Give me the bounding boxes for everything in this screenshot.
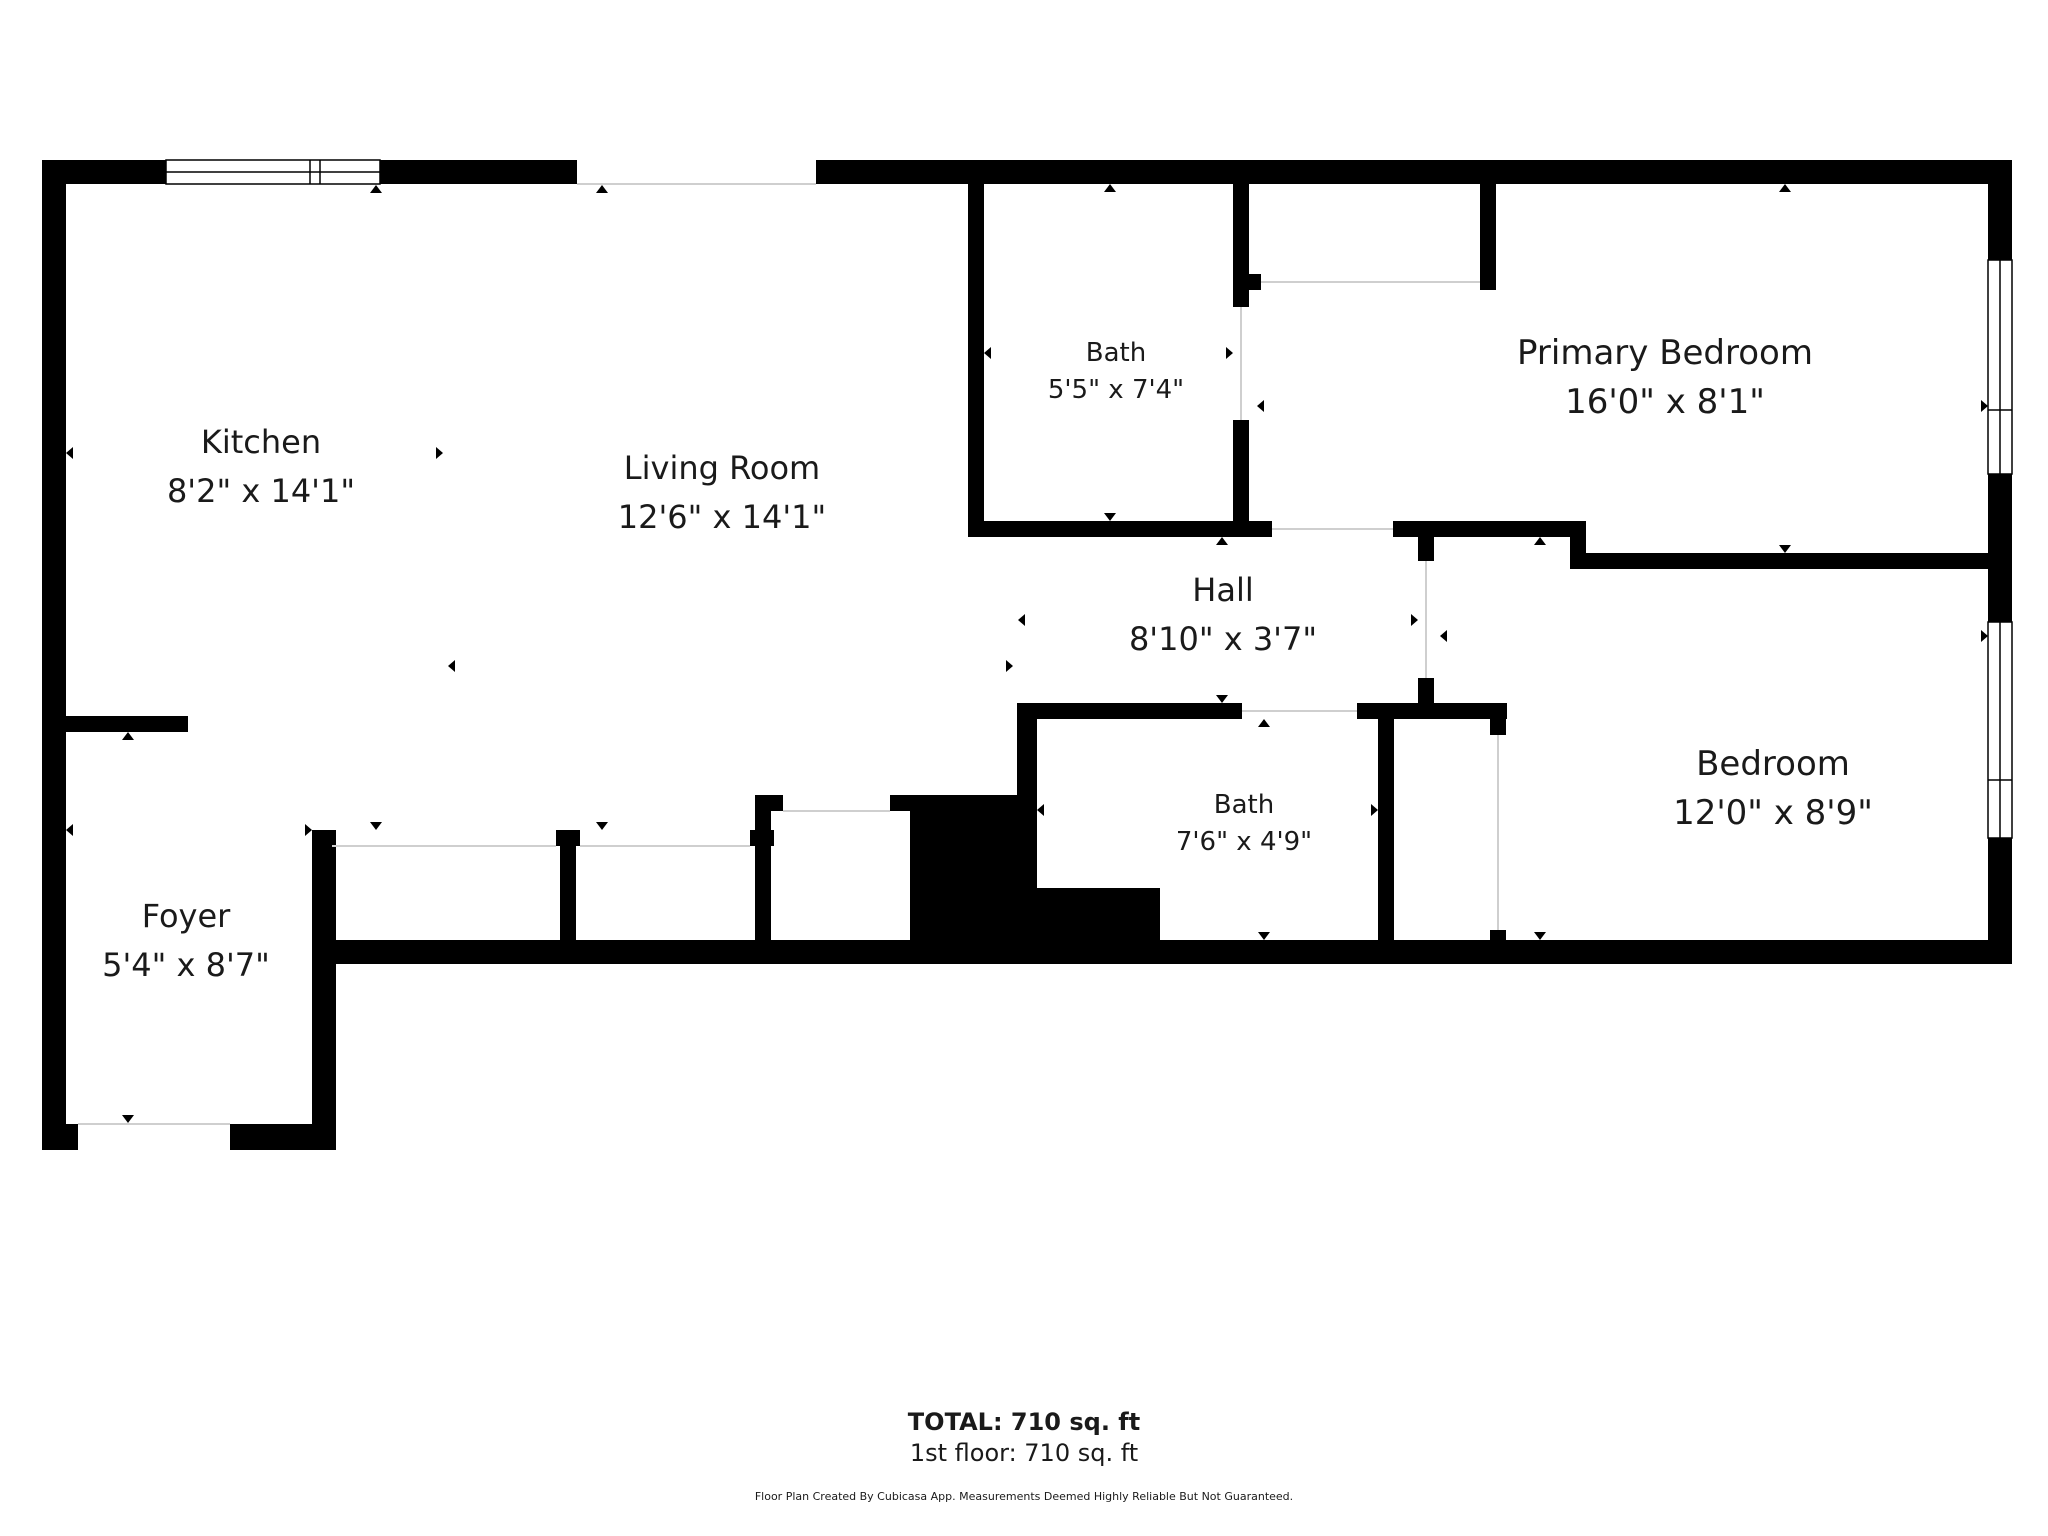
openings xyxy=(165,159,2013,839)
marker xyxy=(448,660,455,672)
wall-closet-1-top-mid xyxy=(556,830,580,846)
room-dims-bath-lower: 7'6" x 4'9" xyxy=(1176,827,1312,857)
room-name-bedroom: Bedroom xyxy=(1696,744,1850,784)
mechanical-block-low xyxy=(1010,888,1160,964)
wall-bottom xyxy=(330,940,2012,964)
room-dims-living-room: 12'6" x 14'1" xyxy=(618,498,826,536)
wall-hall-right-top xyxy=(1418,521,1434,561)
wall-top-mid xyxy=(380,160,577,184)
room-name-living-room: Living Room xyxy=(624,449,820,487)
marker xyxy=(66,447,73,459)
wall-bath-lower-left xyxy=(1017,703,1037,893)
marker xyxy=(984,347,991,359)
marker xyxy=(1226,347,1233,359)
room-dims-bedroom: 12'0" x 8'9" xyxy=(1673,793,1873,833)
room-name-kitchen: Kitchen xyxy=(201,423,321,461)
marker xyxy=(1779,545,1791,553)
room-labels: Kitchen 8'2" x 14'1" Living Room 12'6" x… xyxy=(102,333,1873,984)
room-dims-bath-upper: 5'5" x 7'4" xyxy=(1048,375,1184,405)
marker xyxy=(122,1115,134,1123)
marker xyxy=(1006,660,1013,672)
wall-top-right xyxy=(816,160,2012,184)
wall-left-upper xyxy=(42,160,66,1150)
marker xyxy=(1037,804,1044,816)
wall-bath-upper-bottom xyxy=(968,521,1272,537)
marker xyxy=(1216,695,1228,703)
wall-bath-lower-top-left xyxy=(1017,703,1242,719)
wall-closet-3-top-left xyxy=(755,795,783,811)
wall-hall-right-bottom xyxy=(1418,678,1434,718)
wall-closet-upper-right xyxy=(1480,175,1496,290)
room-name-bath-upper: Bath xyxy=(1086,338,1146,368)
marker xyxy=(596,822,608,830)
wall-right-3 xyxy=(1988,838,2012,964)
marker xyxy=(1257,400,1264,412)
marker xyxy=(370,822,382,830)
disclaimer: Floor Plan Created By Cubicasa App. Meas… xyxy=(754,1490,1294,1503)
marker xyxy=(1440,630,1447,642)
walls xyxy=(42,160,2012,1150)
marker xyxy=(1104,513,1116,521)
wall-closet-right xyxy=(1490,703,1506,735)
wall-closet-div-2 xyxy=(755,830,771,946)
marker xyxy=(1981,400,1988,412)
wall-closet-right-stub xyxy=(1490,930,1506,946)
mechanical-block xyxy=(910,795,1020,964)
marker xyxy=(1411,614,1418,626)
room-name-hall: Hall xyxy=(1192,571,1253,609)
room-name-bath-lower: Bath xyxy=(1214,790,1274,820)
marker xyxy=(1018,614,1025,626)
marker xyxy=(1534,932,1546,940)
wall-closet-1-top-left xyxy=(312,830,332,846)
marker xyxy=(122,732,134,740)
marker xyxy=(1258,932,1270,940)
wall-kitchen-stub xyxy=(66,716,188,732)
room-dims-primary-bedroom: 16'0" x 8'1" xyxy=(1565,382,1765,422)
marker xyxy=(1981,630,1988,642)
marker xyxy=(1258,719,1270,727)
wall-foyer-right xyxy=(312,830,336,1150)
wall-closet-upper-left-stub xyxy=(1249,274,1261,290)
marker xyxy=(305,824,312,836)
marker xyxy=(66,824,73,836)
wall-bath-upper-left xyxy=(968,175,984,537)
marker xyxy=(1779,184,1791,192)
wall-closet-div-1 xyxy=(560,830,576,946)
dimension-markers xyxy=(66,184,1988,1123)
wall-right-1 xyxy=(1988,160,2012,260)
wall-primary-bottom xyxy=(1570,553,2000,569)
door-openings xyxy=(78,183,1499,1125)
room-dims-foyer: 5'4" x 8'7" xyxy=(102,946,270,984)
wall-bath-upper-right-bottom xyxy=(1233,420,1249,537)
marker xyxy=(596,185,608,193)
marker xyxy=(1534,537,1546,545)
room-dims-hall: 8'10" x 3'7" xyxy=(1129,620,1317,658)
marker xyxy=(1216,537,1228,545)
wall-bath-upper-right-top xyxy=(1233,175,1249,307)
marker xyxy=(436,447,443,459)
wall-bath-lower-right xyxy=(1378,703,1394,949)
room-dims-kitchen: 8'2" x 14'1" xyxy=(167,472,355,510)
wall-right-2 xyxy=(1988,474,2012,622)
marker xyxy=(1371,804,1378,816)
wall-foyer-bottom-right xyxy=(230,1124,336,1150)
total-area: TOTAL: 710 sq. ft xyxy=(907,1408,1141,1436)
floor-area: 1st floor: 710 sq. ft xyxy=(909,1439,1139,1467)
wall-hall-top-right xyxy=(1393,521,1585,537)
marker xyxy=(370,185,382,193)
room-name-foyer: Foyer xyxy=(142,897,231,935)
marker xyxy=(1104,184,1116,192)
room-name-primary-bedroom: Primary Bedroom xyxy=(1517,333,1813,373)
wall-foyer-bottom-left xyxy=(42,1124,78,1150)
